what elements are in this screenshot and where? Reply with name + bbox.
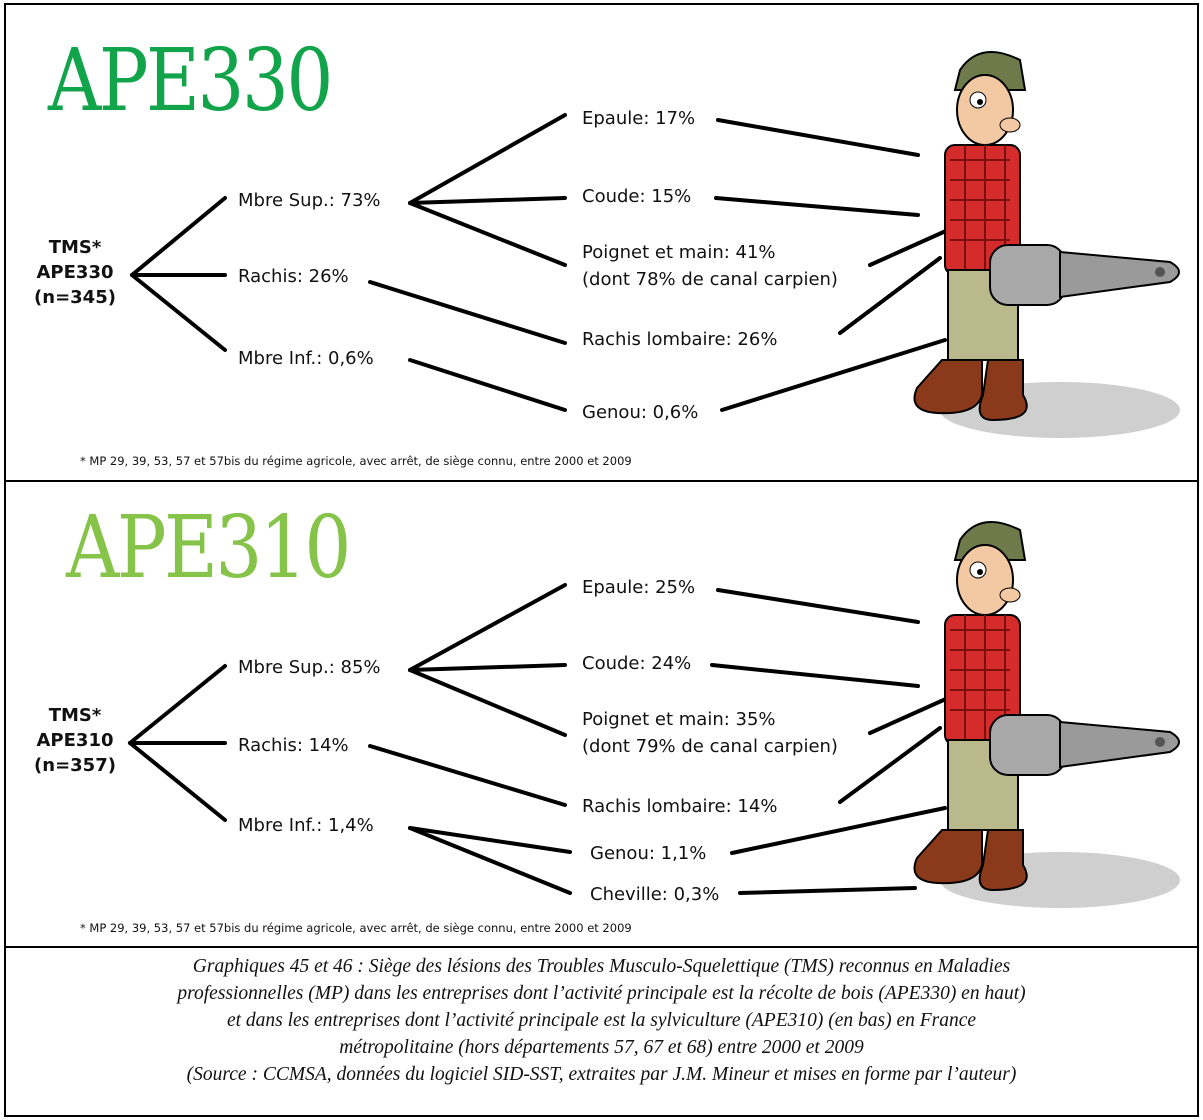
branch-line [368,280,567,345]
connector-line [838,256,942,335]
leaf-node: Epaule: 25% [582,577,696,598]
branch-line [408,663,567,672]
caption-line: métropolitaine (hors départements 57, 67… [339,1037,864,1058]
leaf-node: Rachis lombaire: 26% [582,329,778,350]
connector-line [738,886,917,895]
leaf-subnote: (dont 78% de canal carpien) [582,269,838,290]
leaf-subnote: (dont 79% de canal carpien) [582,736,838,757]
root-count: (n=345) [34,287,116,308]
leaf-node: Poignet et main: 35% [582,709,776,730]
divider-bottom [4,946,1199,948]
mid-node: Mbre Sup.: 85% [238,657,381,678]
branch-line [408,826,572,895]
tree-lines [130,113,950,412]
connector-line [838,726,942,804]
figure-caption: Graphiques 45 et 46 : Siège des lésions … [8,953,1195,1088]
connector-line [716,588,920,624]
caption-line: Graphiques 45 et 46 : Siège des lésions … [192,956,1011,977]
branch-line [408,358,567,412]
panel-title: APE330 [48,31,333,131]
panel-title: APE310 [66,498,351,598]
leaf-node: Epaule: 17% [582,108,696,129]
mid-node: Mbre Inf.: 0,6% [238,348,374,369]
connector-line [716,118,920,157]
leaf-node: Genou: 0,6% [582,402,699,423]
leaf-node: Genou: 1,1% [590,843,707,864]
branch-line [408,196,567,205]
leaf-node: Coude: 24% [582,653,692,674]
branch-line [128,741,227,822]
connector-line [730,806,947,855]
footnote: * MP 29, 39, 53, 57 et 57bis du régime a… [80,921,632,935]
mid-node: Rachis: 14% [238,735,349,756]
mid-node: Mbre Sup.: 73% [238,190,381,211]
tree-lines [128,583,950,895]
figure-frame [4,3,1199,1117]
lumberjack-illustration-top [913,51,1180,438]
root-node: TMS* APE310 (n=357) [30,703,120,778]
branch-line [130,273,227,352]
connector-line [868,696,950,735]
branch-line [408,668,567,737]
connector-line [714,196,920,217]
root-label: TMS* [48,705,102,726]
root-code: APE310 [36,730,114,751]
leaf-node: Cheville: 0,3% [590,884,720,905]
branch-line [128,664,227,745]
root-code: APE330 [36,262,114,283]
root-label: TMS* [48,237,102,258]
branch-line [408,826,572,854]
connector-line [720,338,947,412]
branch-line [408,583,567,672]
branch-line [130,196,227,277]
footnote: * MP 29, 39, 53, 57 et 57bis du régime a… [80,454,632,468]
root-node: TMS* APE330 (n=345) [30,235,120,310]
divider-top [4,480,1199,482]
lumberjack-illustration-bottom [913,521,1180,908]
leaf-node: Rachis lombaire: 14% [582,796,778,817]
caption-line: (Source : CCMSA, données du logiciel SID… [186,1064,1017,1085]
leaf-node: Coude: 15% [582,186,692,207]
branch-line [368,744,567,807]
mid-node: Mbre Inf.: 1,4% [238,815,374,836]
lumberjack-figure [913,51,1180,438]
leaf-node: Poignet et main: 41% [582,242,776,263]
mid-node: Rachis: 26% [238,266,349,287]
caption-line: professionnelles (MP) dans les entrepris… [177,983,1026,1004]
connector-line [868,228,950,267]
connector-line [710,663,920,688]
caption-line: et dans les entreprises dont l’activité … [226,1010,977,1031]
lumberjack-figure [913,521,1180,908]
branch-line [408,113,567,205]
root-count: (n=357) [34,755,116,776]
branch-line [408,201,567,267]
